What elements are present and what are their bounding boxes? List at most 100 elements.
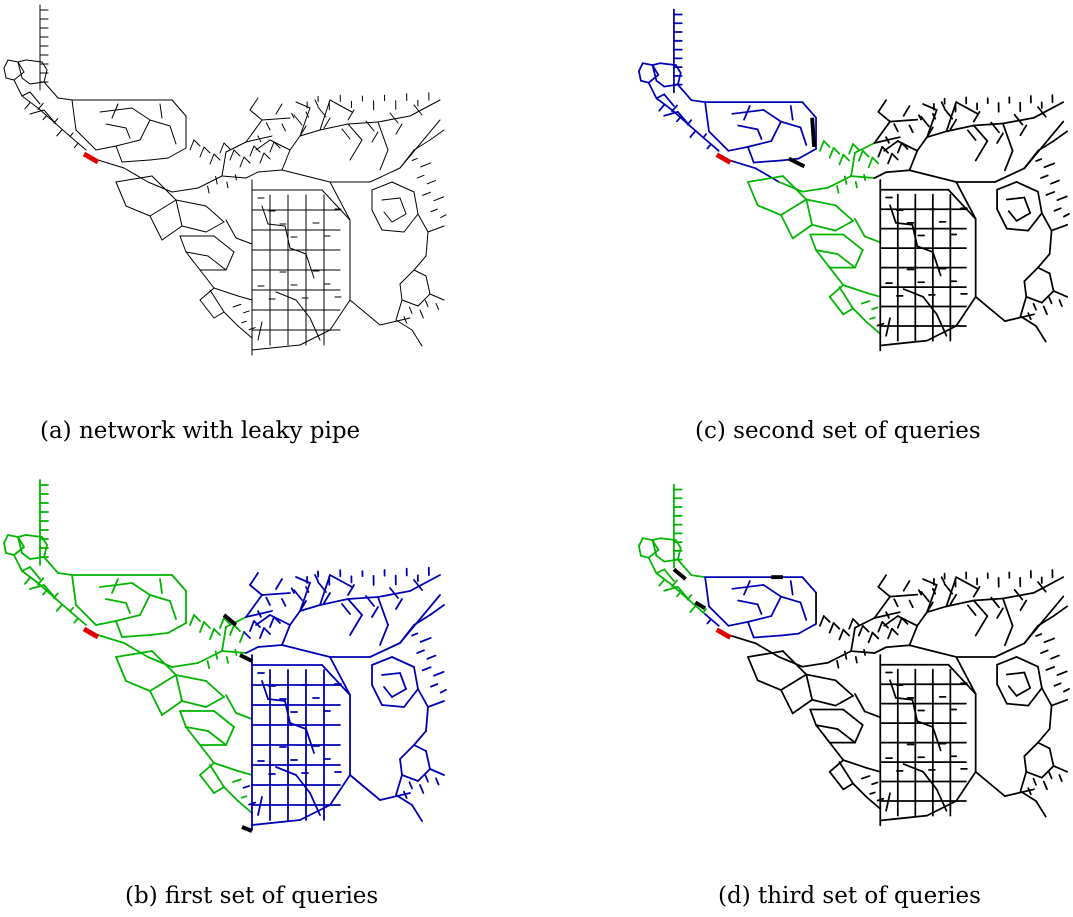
pipe-segment (203, 146, 211, 154)
pipe-segment (241, 320, 247, 324)
pipe-segment (245, 171, 259, 179)
leaky-pipe (82, 626, 100, 640)
pipe-segment (24, 102, 31, 110)
pipe-segment (1019, 315, 1037, 327)
pipe-segment (349, 614, 363, 636)
pipe-segment (175, 199, 207, 207)
pipe-segment (675, 539, 682, 549)
pipe-segment (704, 138, 720, 152)
pipe-segment (659, 537, 677, 542)
pipe-segment (815, 724, 839, 730)
pipe-segment (381, 229, 405, 233)
pipe-segment (1019, 790, 1037, 802)
pipe-segment (805, 198, 814, 226)
pipe-segment (1013, 588, 1024, 601)
pipe-segment (181, 225, 207, 233)
pipe-segment (97, 159, 125, 169)
pipe-segment (395, 319, 413, 331)
pipe-segment (1050, 654, 1060, 660)
pipe-segment (289, 722, 307, 730)
pipe-segment (347, 584, 355, 596)
pipe-segment (7, 534, 19, 538)
pipe-segment (990, 121, 1000, 134)
pipe-segment (1002, 597, 1014, 627)
pipe-segment (261, 205, 269, 225)
pipe-segment (1032, 302, 1037, 311)
pipe-segment (931, 251, 942, 277)
pipe-segment (877, 574, 887, 588)
pipe-segment (1023, 280, 1028, 298)
pipe-segment (756, 204, 782, 216)
pipe-segment (1040, 290, 1055, 304)
pipe-segment (926, 584, 938, 614)
pipe-segment (371, 606, 379, 618)
pipe-segment (747, 650, 784, 658)
pipe-segment (269, 614, 291, 626)
pipe-segment (149, 674, 177, 692)
pipe-segment (688, 124, 706, 140)
pipe-segment (854, 656, 858, 664)
pipe-segment (1056, 195, 1068, 201)
pipe-segment (1023, 741, 1039, 758)
pipe-segment (863, 235, 882, 244)
pipe-segment (257, 169, 283, 173)
pipe-segment (879, 339, 928, 347)
pipe-segment (381, 197, 401, 201)
pipe-segment (655, 79, 666, 88)
pipe-segment (801, 101, 817, 119)
pipe-segment (430, 208, 438, 213)
pipe-segment (935, 788, 948, 812)
pipe-segment (916, 720, 934, 728)
pipe-segment (1027, 687, 1043, 707)
pipe-segment (908, 644, 934, 652)
pipe-segment (651, 539, 660, 551)
pipe-segment (854, 181, 858, 189)
pipe-segment (3, 67, 7, 79)
pipe-segment (688, 599, 706, 615)
pipe-segment (413, 579, 423, 591)
pipe-segment (225, 219, 237, 239)
pipe-segment (189, 139, 195, 151)
pipe-segment (1013, 113, 1024, 126)
pipe-segment (737, 124, 759, 131)
pipe-segment (655, 568, 666, 575)
pipe-segment (115, 650, 153, 658)
pipe-segment (403, 316, 408, 324)
pipe-segment (743, 580, 751, 596)
pipe-segment (902, 105, 911, 117)
pipe-segment (955, 181, 977, 220)
pipe-segment (245, 646, 259, 654)
pipe-segment (1005, 196, 1026, 201)
pipe-segment (1037, 741, 1051, 750)
pipe-segment (908, 624, 919, 647)
pipe-segment (193, 139, 201, 147)
pipe-segment (21, 91, 31, 97)
pipe-segment (1048, 296, 1053, 305)
pipe-segment (43, 81, 59, 99)
pipe-segment (996, 208, 1008, 230)
pipe-segment (799, 601, 808, 621)
pipe-segment (369, 642, 401, 658)
pipe-segment (199, 744, 215, 764)
pipe-segment (365, 120, 375, 132)
pipe-segment (663, 568, 675, 582)
pipe-segment (43, 69, 48, 83)
pipe-segment (305, 175, 331, 183)
pipe-segment (916, 611, 928, 627)
pipe-segment (955, 656, 977, 695)
pipe-segment (125, 680, 151, 692)
pipe-segment (209, 628, 215, 640)
pipe-segment (926, 601, 934, 614)
pipe-segment (1053, 682, 1062, 687)
pipe-segment (891, 627, 899, 636)
pipe-segment (215, 175, 218, 185)
pipe-segment (3, 542, 7, 554)
pipe-segment (842, 284, 868, 294)
pipe-segment (391, 181, 415, 193)
pipe-segment (169, 125, 177, 145)
pipe-segment (1037, 581, 1047, 593)
pipe-segment (1037, 728, 1051, 744)
pipe-segment (321, 664, 351, 696)
pipe-segment (1027, 212, 1043, 232)
pipe-segment (1035, 325, 1047, 343)
